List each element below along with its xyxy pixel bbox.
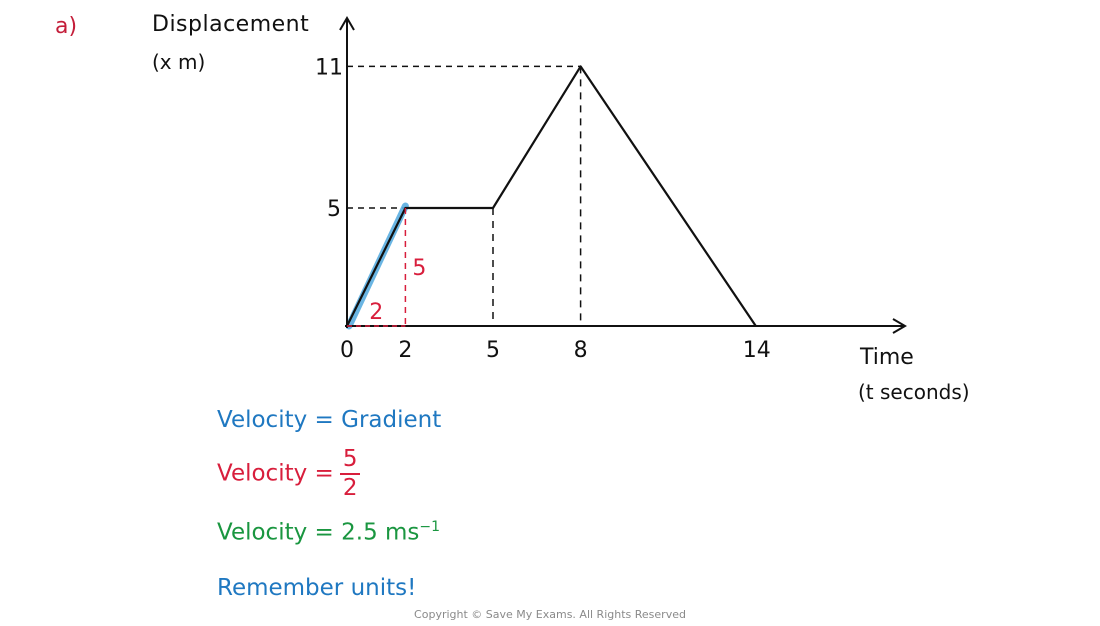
x-tick-label-14: 14	[743, 338, 771, 363]
fraction-numerator: 5	[339, 448, 361, 475]
y-axis-label: Displacement	[152, 12, 310, 37]
fraction-denominator: 2	[342, 475, 358, 501]
rise-label: 5	[412, 256, 426, 281]
run-label: 2	[369, 300, 383, 325]
equation-velocity-gradient: Velocity = Gradient	[217, 407, 441, 433]
x-axis-label: Time	[860, 345, 914, 370]
equation-velocity-fraction-prefix: Velocity =	[217, 460, 334, 487]
reminder-text: Remember units!	[217, 575, 417, 601]
copyright-notice: Copyright © Save My Exams. All Rights Re…	[414, 608, 686, 621]
x-axis-unit-label: (t seconds)	[858, 380, 970, 404]
part-label: a)	[55, 14, 78, 39]
y-tick-label-11: 11	[315, 55, 343, 80]
equation-velocity-exponent: −1	[419, 519, 441, 535]
equation-velocity-value-text: Velocity = 2.5 ms	[217, 519, 420, 546]
x-tick-label-2: 2	[398, 338, 412, 363]
y-axis-unit-label: (x m)	[152, 50, 206, 74]
series-line	[346, 65, 757, 327]
x-tick-label-5: 5	[486, 338, 500, 363]
x-tick-label-0: 0	[340, 338, 354, 363]
equation-velocity-gradient-text: Velocity = Gradient	[217, 407, 442, 433]
x-tick-label-8: 8	[574, 338, 588, 363]
equation-velocity-value: Velocity = 2.5 ms−1	[217, 519, 440, 546]
y-tick-label-5: 5	[327, 197, 341, 222]
